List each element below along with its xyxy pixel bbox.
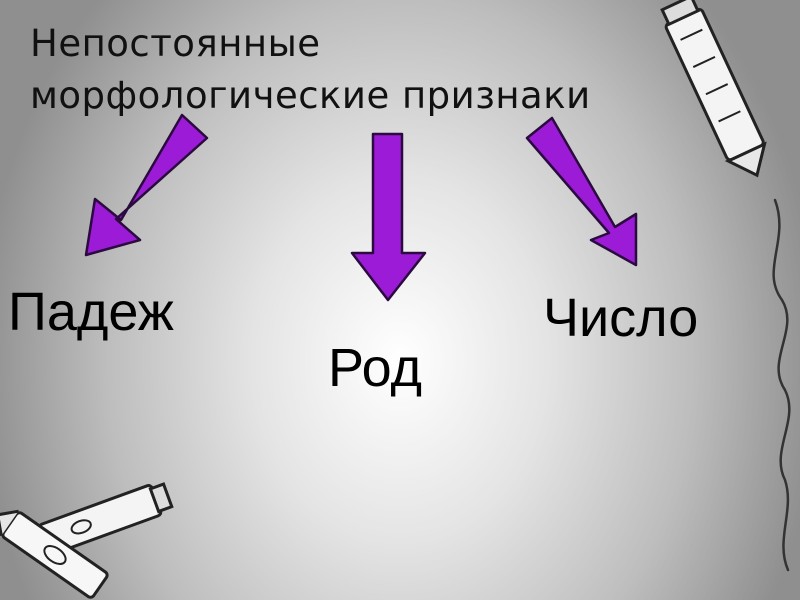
chalk-icon <box>0 509 109 599</box>
arrow-down-icon <box>350 132 427 302</box>
title-line-2: морфологические признаки <box>30 74 591 117</box>
title-line-1: Непостоянные <box>30 22 321 65</box>
label-padezh: Падеж <box>8 282 174 342</box>
slide-title: Непостоянные морфологические признаки <box>30 18 591 122</box>
arrow-down-left-icon <box>84 113 209 257</box>
label-chislo: Число <box>543 288 699 348</box>
arrow-down-right-icon <box>525 116 638 267</box>
label-rod: Род <box>328 338 422 398</box>
chalk-icon <box>660 0 767 178</box>
chalk-line-icon <box>772 198 791 572</box>
